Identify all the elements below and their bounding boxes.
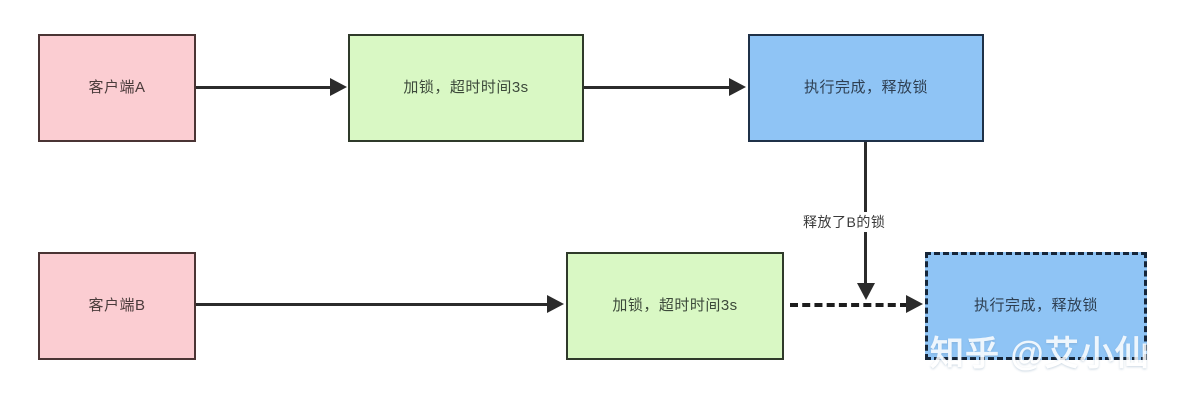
edge-client-b-to-lock-b (196, 303, 550, 306)
edge-lock-b-to-release-b-dashed (790, 303, 908, 307)
node-release-a[interactable]: 执行完成，释放锁 (748, 34, 984, 142)
edge-client-a-to-lock-a (196, 86, 336, 89)
arrowhead-right-icon (547, 295, 564, 313)
arrowhead-right-icon (330, 78, 347, 96)
arrowhead-right-icon (906, 295, 923, 313)
node-lock-b[interactable]: 加锁，超时时间3s (566, 252, 784, 360)
node-release-b[interactable]: 执行完成，释放锁 (925, 252, 1147, 360)
node-client-b[interactable]: 客户端B (38, 252, 196, 360)
edge-label-released-b-lock: 释放了B的锁 (800, 212, 889, 232)
arrowhead-down-icon (857, 283, 875, 300)
node-lock-a[interactable]: 加锁，超时时间3s (348, 34, 584, 142)
node-client-a[interactable]: 客户端A (38, 34, 196, 142)
arrowhead-right-icon (729, 78, 746, 96)
edge-lock-a-to-release-a (584, 86, 732, 89)
